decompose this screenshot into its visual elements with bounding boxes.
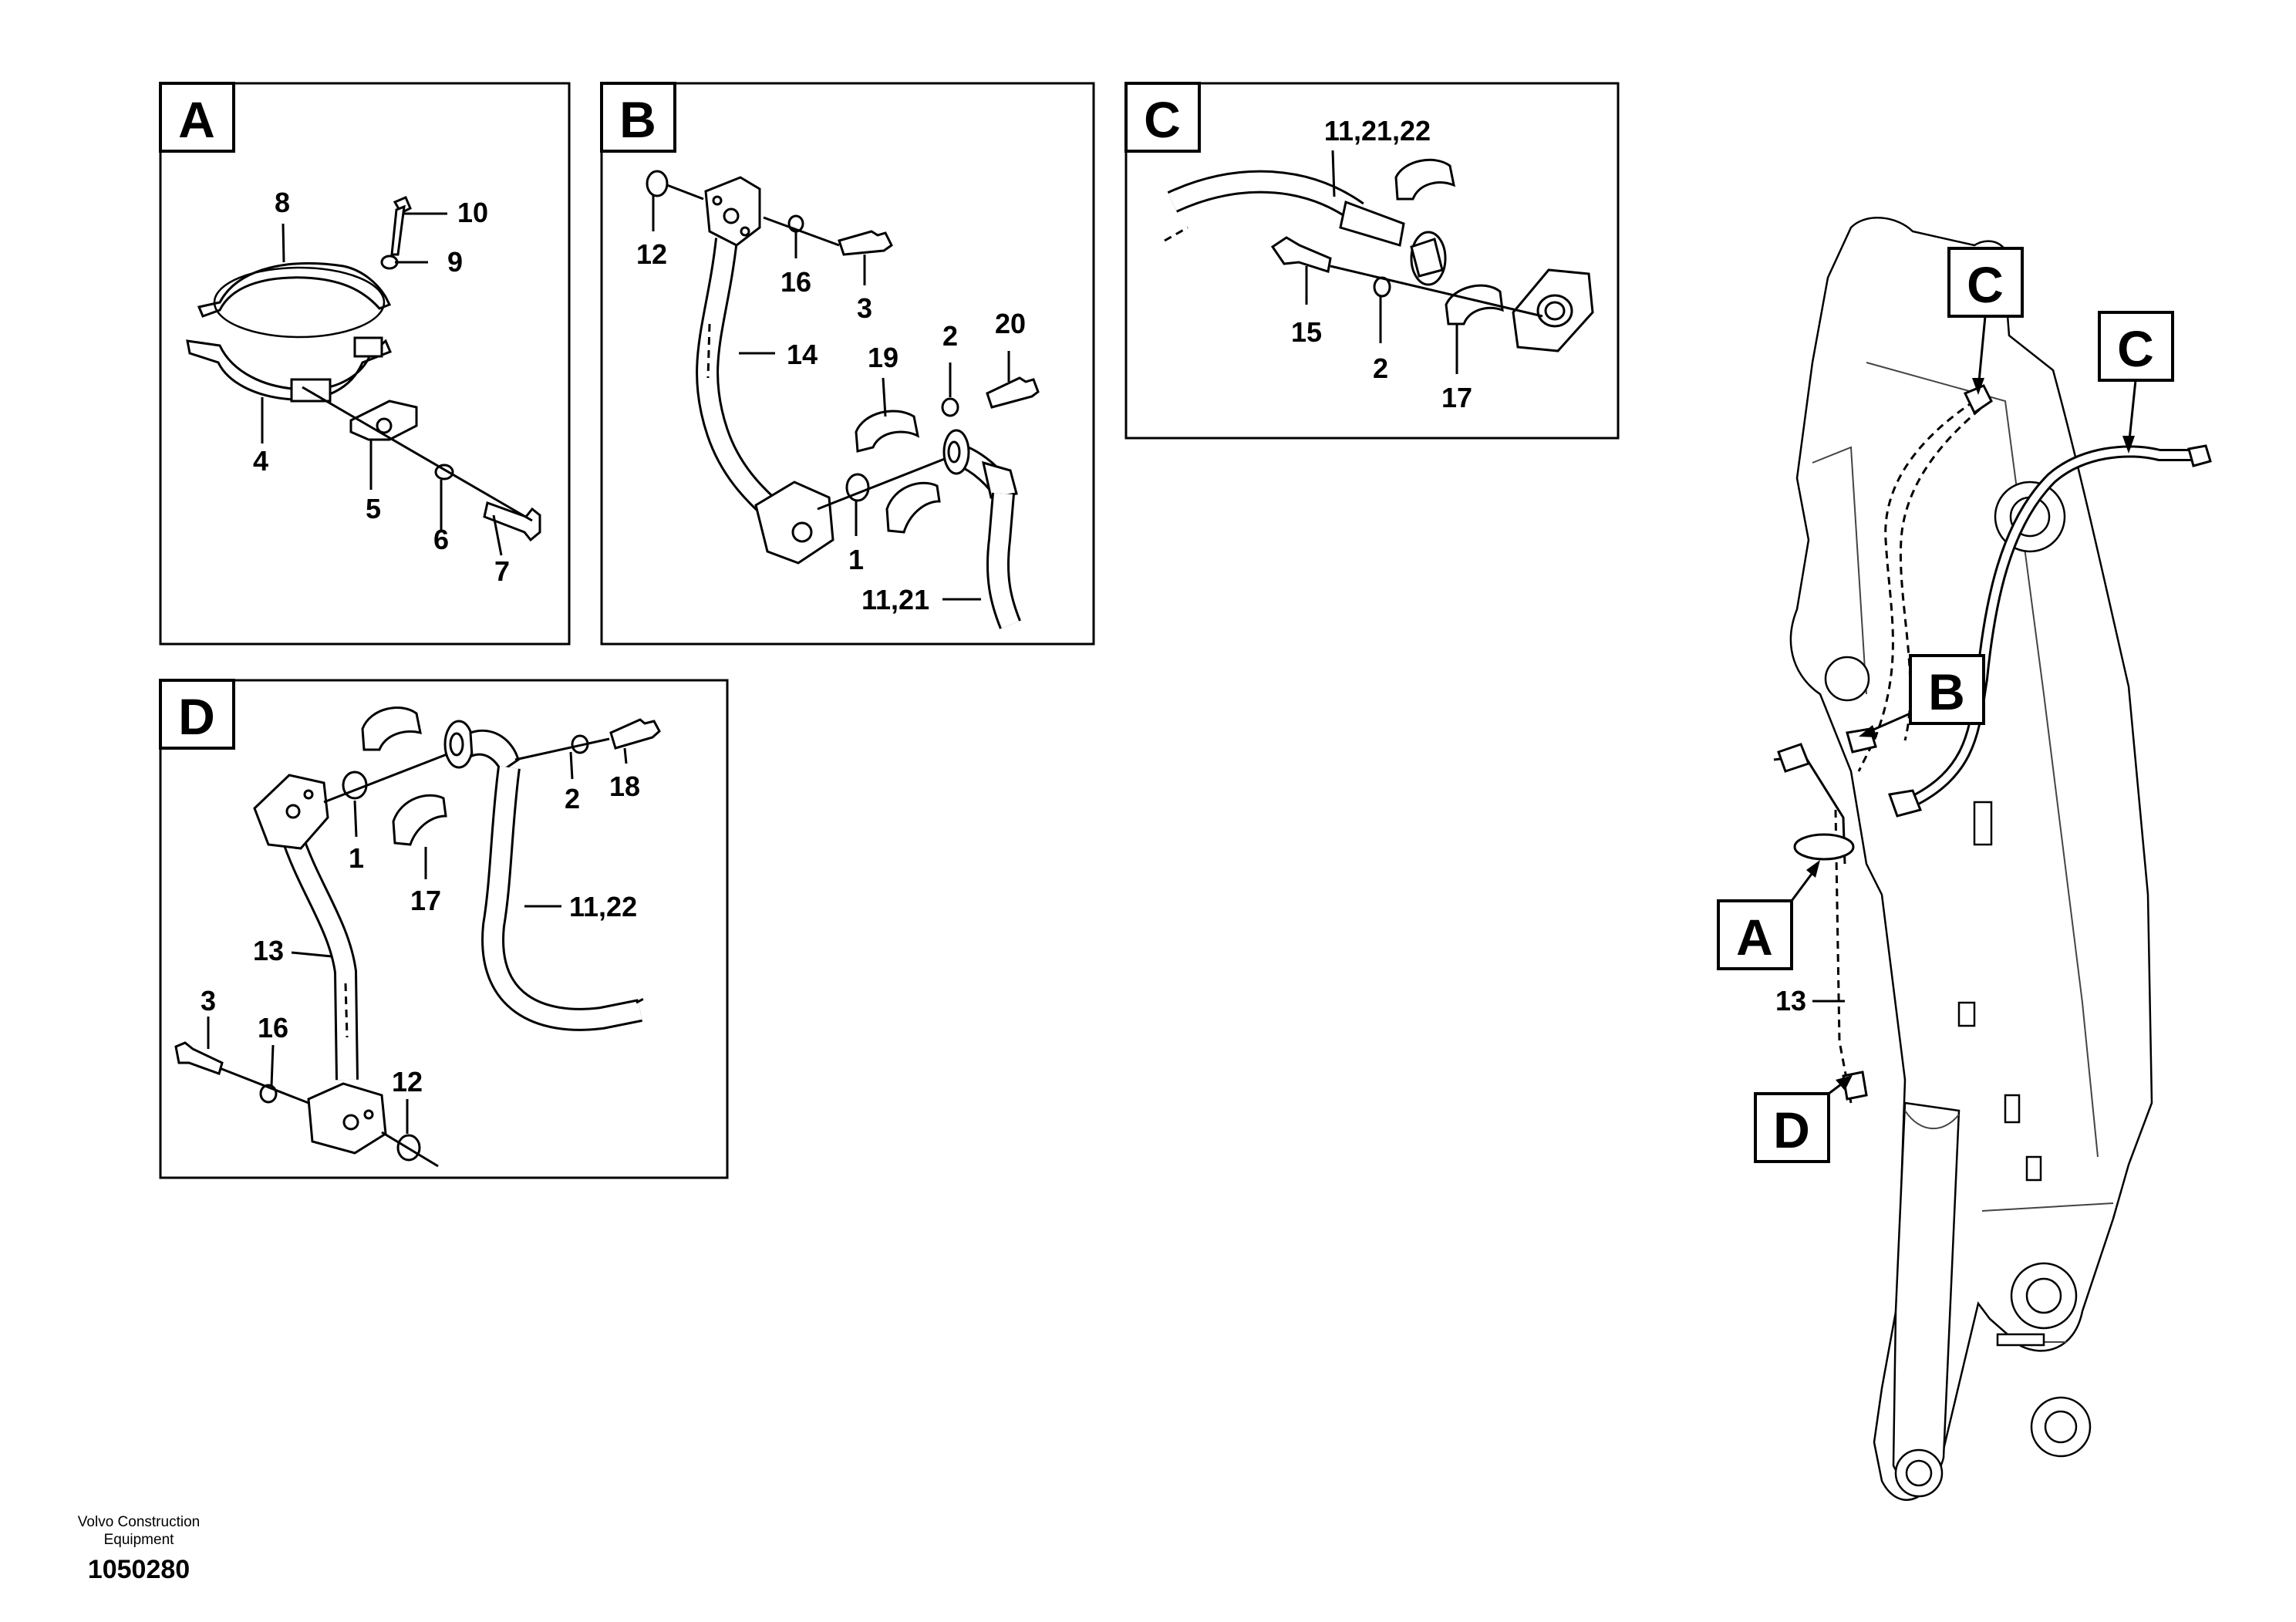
- split-flange-part: [1445, 284, 1504, 325]
- panel-d-letter: D: [178, 688, 215, 745]
- callout-b: B: [1859, 654, 1985, 737]
- callout-b-letter: B: [1928, 663, 1965, 720]
- clamp-upper-part: [197, 261, 392, 339]
- callout-a-letter: A: [1736, 909, 1773, 966]
- drawing-number: 1050280: [87, 1555, 190, 1584]
- split-flange-part: [1394, 158, 1456, 201]
- label-6: 6: [433, 524, 449, 555]
- label-3: 3: [201, 985, 216, 1017]
- company-name: Volvo Construction Equipment: [77, 1514, 201, 1548]
- panel-a-letter: A: [178, 91, 215, 148]
- label-14: 14: [787, 339, 818, 370]
- panel-b-letter-box: [600, 82, 676, 153]
- clamp-part: [1793, 833, 1855, 861]
- label-13: 13: [253, 935, 284, 966]
- label-17: 17: [410, 885, 441, 916]
- spacer-block-part: [349, 400, 418, 441]
- label-15: 15: [1291, 316, 1322, 348]
- clamp-lower-part: [186, 336, 392, 403]
- detail-panel-c: C 11,21,22: [1124, 82, 1620, 440]
- label-1: 1: [349, 842, 364, 874]
- callout-c-right: C: [2098, 311, 2174, 454]
- callout-d-letter: D: [1773, 1101, 1810, 1158]
- o-ring-part: [646, 170, 669, 197]
- flange-block-part: [253, 774, 329, 850]
- flange-block-part: [704, 176, 761, 247]
- hose-fitting-part: [1777, 743, 1810, 773]
- split-flange-part: [361, 706, 422, 751]
- boom-structure: [1789, 217, 2153, 1501]
- flange-block-part: [307, 1082, 387, 1155]
- split-flange-part: [392, 794, 447, 846]
- socket-bolt-part: [838, 230, 893, 256]
- label-2: 2: [565, 783, 580, 814]
- washer-part: [434, 464, 454, 481]
- hose-part: [986, 492, 1021, 629]
- label-7: 7: [494, 555, 510, 587]
- panel-d-letter-box: [159, 679, 235, 750]
- socket-bolt-part: [986, 376, 1040, 409]
- label-11-21-22: 11,21,22: [1324, 115, 1431, 147]
- hose-part: [481, 766, 649, 1031]
- label-12: 12: [392, 1066, 423, 1098]
- flange-block-part: [754, 481, 834, 565]
- split-flange-part: [855, 410, 941, 534]
- detail-panel-d: D: [159, 679, 729, 1179]
- callout-d: D: [1754, 1075, 1853, 1163]
- callout-c-upper: C: [1947, 247, 2024, 395]
- overview-label-13: 13: [1775, 985, 1806, 1017]
- label-19: 19: [868, 342, 899, 373]
- panel-a-letter-box: [159, 82, 235, 153]
- label-11-22: 11,22: [569, 891, 637, 922]
- hose-fitting-part: [443, 720, 520, 774]
- panel-c-letter: C: [1144, 91, 1181, 148]
- label-9: 9: [447, 246, 463, 278]
- detail-panel-b: B: [600, 82, 1095, 646]
- socket-bolt-part: [609, 718, 661, 750]
- label-17: 17: [1441, 382, 1472, 413]
- label-10: 10: [457, 197, 488, 228]
- o-ring-part: [845, 473, 870, 502]
- label-12: 12: [636, 238, 667, 270]
- detail-panel-a: A: [159, 82, 571, 646]
- tube-part: [280, 831, 359, 1081]
- label-4: 4: [253, 445, 268, 477]
- label-8: 8: [275, 187, 290, 218]
- label-2: 2: [942, 320, 958, 352]
- label-16: 16: [781, 266, 811, 298]
- label-2: 2: [1373, 352, 1388, 384]
- label-11-21: 11,21: [861, 584, 929, 615]
- washer-part: [941, 397, 959, 417]
- tube-part: [696, 238, 787, 525]
- callout-a: A: [1717, 860, 1820, 970]
- small-bolt-part: [390, 196, 412, 256]
- callout-c-right-letter: C: [2117, 320, 2154, 377]
- socket-bolt-part: [1270, 236, 1332, 273]
- hose-fitting-part: [942, 429, 1018, 499]
- label-16: 16: [258, 1012, 288, 1044]
- label-18: 18: [609, 771, 640, 802]
- label-1: 1: [848, 544, 864, 575]
- label-3: 3: [857, 292, 872, 324]
- callout-c-upper-letter: C: [1967, 256, 2004, 313]
- hex-bolt-part: [483, 501, 541, 542]
- hose-fitting-part: [2187, 444, 2212, 467]
- boom-overview: C C B A D: [1717, 217, 2212, 1501]
- port-flange-part: [1512, 268, 1594, 352]
- panel-b-letter: B: [619, 91, 656, 148]
- panel-c-letter-box: [1124, 82, 1201, 153]
- hose-fitting-part: [1887, 789, 1923, 818]
- label-20: 20: [995, 308, 1026, 339]
- hose-part: [1164, 170, 1447, 286]
- label-5: 5: [366, 493, 381, 524]
